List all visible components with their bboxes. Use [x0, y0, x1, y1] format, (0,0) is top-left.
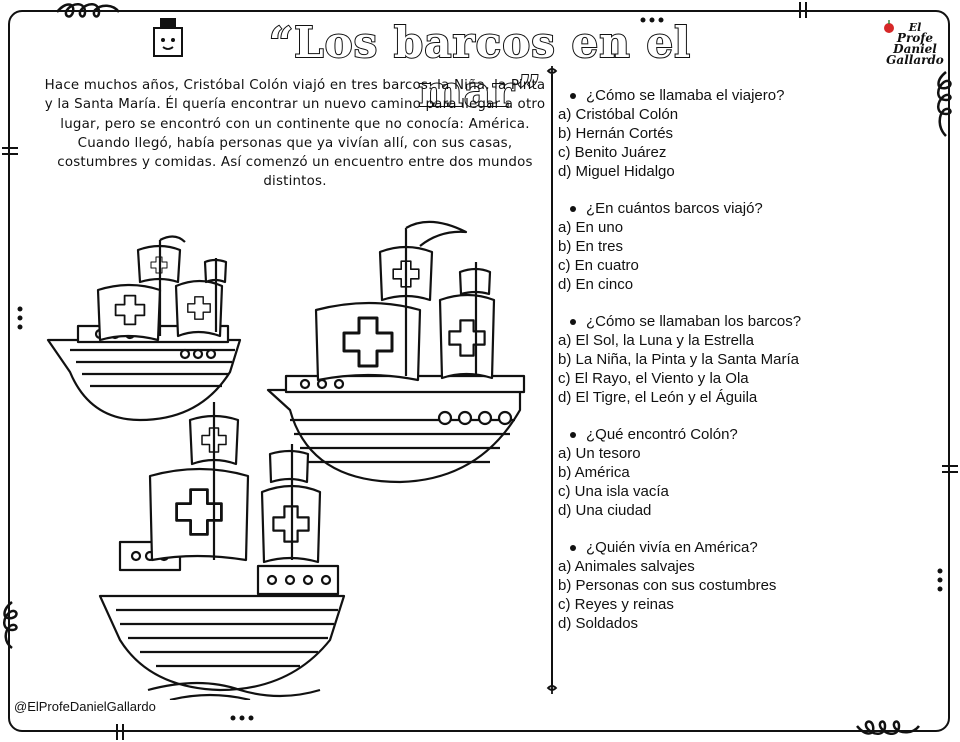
- question-block-4: ¿Qué encontró Colón? a) Un tesoro b) Amé…: [558, 425, 938, 520]
- question-5: ¿Quién vivía en América?: [570, 538, 938, 557]
- dots-top-icon: [640, 17, 664, 23]
- question-2: ¿En cuántos barcos viajó?: [570, 199, 938, 218]
- question-3-option-a[interactable]: a) El Sol, la Luna y la Estrella: [558, 332, 754, 349]
- corner-swirl-right-icon: [937, 71, 952, 137]
- question-3: ¿Cómo se llamaban los barcos?: [570, 312, 938, 331]
- question-1-option-c[interactable]: c) Benito Juárez: [558, 144, 667, 161]
- question-1: ¿Cómo se llamaba el viajero?: [570, 86, 938, 105]
- question-4-option-b[interactable]: b) América: [558, 464, 630, 481]
- column-divider: [551, 74, 553, 686]
- question-1-text: ¿Cómo se llamaba el viajero?: [586, 87, 785, 104]
- question-1-option-b[interactable]: b) Hernán Cortés: [558, 125, 674, 142]
- question-4: ¿Qué encontró Colón?: [570, 425, 938, 444]
- page-title: “Los barcos en el mar”: [268, 17, 692, 117]
- question-3-option-d[interactable]: d) El Tigre, el León y el Águila: [558, 389, 758, 406]
- divider-ornament-bottom-icon: [546, 678, 558, 694]
- question-block-2: ¿En cuántos barcos viajó? a) En uno b) E…: [558, 199, 938, 294]
- dots-right-icon: [937, 568, 943, 592]
- bullet-icon: [570, 93, 576, 100]
- quiz-section: ¿Cómo se llamaba el viajero? a) Cristóba…: [558, 86, 938, 651]
- question-block-3: ¿Cómo se llamaban los barcos? a) El Sol,…: [558, 312, 938, 407]
- corner-swirl-bottom-right-icon: [856, 720, 920, 735]
- brand-logo: El Profe Daniel Gallardo: [880, 20, 950, 67]
- bullet-icon: [570, 319, 576, 326]
- author-handle: @ElProfeDanielGallardo: [14, 699, 156, 714]
- corner-swirl-left-icon: [3, 601, 18, 649]
- ship-illustration: [46, 220, 526, 700]
- question-4-text: ¿Qué encontró Colón?: [586, 426, 738, 443]
- question-3-option-c[interactable]: c) El Rayo, el Viento y la Ola: [558, 370, 749, 387]
- question-2-option-b[interactable]: b) En tres: [558, 238, 624, 255]
- story-paragraph-1: Hace muchos años, Cristóbal Colón viajó …: [44, 78, 546, 132]
- dots-bottom-icon: [230, 715, 254, 721]
- question-5-option-b[interactable]: b) Personas con sus costumbres: [558, 577, 777, 594]
- logo-line-1: El: [908, 21, 922, 34]
- question-block-1: ¿Cómo se llamaba el viajero? a) Cristóba…: [558, 86, 938, 181]
- story-text: Hace muchos años, Cristóbal Colón viajó …: [40, 76, 550, 192]
- question-3-text: ¿Cómo se llamaban los barcos?: [586, 313, 802, 330]
- corner-swirl-top-left-icon: [56, 3, 120, 18]
- bullet-icon: [570, 432, 576, 439]
- question-3-option-b[interactable]: b) La Niña, la Pinta y la Santa María: [558, 351, 799, 368]
- question-block-5: ¿Quién vivía en América? a) Animales sal…: [558, 538, 938, 633]
- question-5-option-d[interactable]: d) Soldados: [558, 615, 639, 632]
- logo-line-4: Gallardo: [886, 53, 944, 67]
- apple-icon: [884, 20, 894, 33]
- page-border: [8, 10, 950, 732]
- divider-ornament-top-icon: [546, 66, 558, 82]
- bullet-icon: [570, 206, 576, 213]
- question-4-option-d[interactable]: d) Una ciudad: [558, 502, 652, 519]
- question-2-option-d[interactable]: d) En cinco: [558, 276, 634, 293]
- question-4-option-c[interactable]: c) Una isla vacía: [558, 483, 669, 500]
- story-paragraph-2: Cuando llegó, había personas que ya viví…: [57, 135, 533, 190]
- question-5-option-a[interactable]: a) Animales salvajes: [558, 558, 695, 575]
- question-1-option-a[interactable]: a) Cristóbal Colón: [558, 106, 679, 123]
- question-2-option-a[interactable]: a) En uno: [558, 219, 624, 236]
- question-4-option-a[interactable]: a) Un tesoro: [558, 445, 641, 462]
- question-1-option-d[interactable]: d) Miguel Hidalgo: [558, 163, 675, 180]
- question-5-text: ¿Quién vivía en América?: [586, 539, 758, 556]
- logo-line-3: Daniel: [893, 42, 937, 56]
- question-2-text: ¿En cuántos barcos viajó?: [586, 200, 763, 217]
- bullet-icon: [570, 545, 576, 552]
- question-5-option-c[interactable]: c) Reyes y reinas: [558, 596, 674, 613]
- pencil-mascot-icon: [153, 18, 183, 57]
- logo-line-2: Profe: [896, 31, 934, 45]
- dots-left-icon: [17, 306, 23, 330]
- question-2-option-c[interactable]: c) En cuatro: [558, 257, 639, 274]
